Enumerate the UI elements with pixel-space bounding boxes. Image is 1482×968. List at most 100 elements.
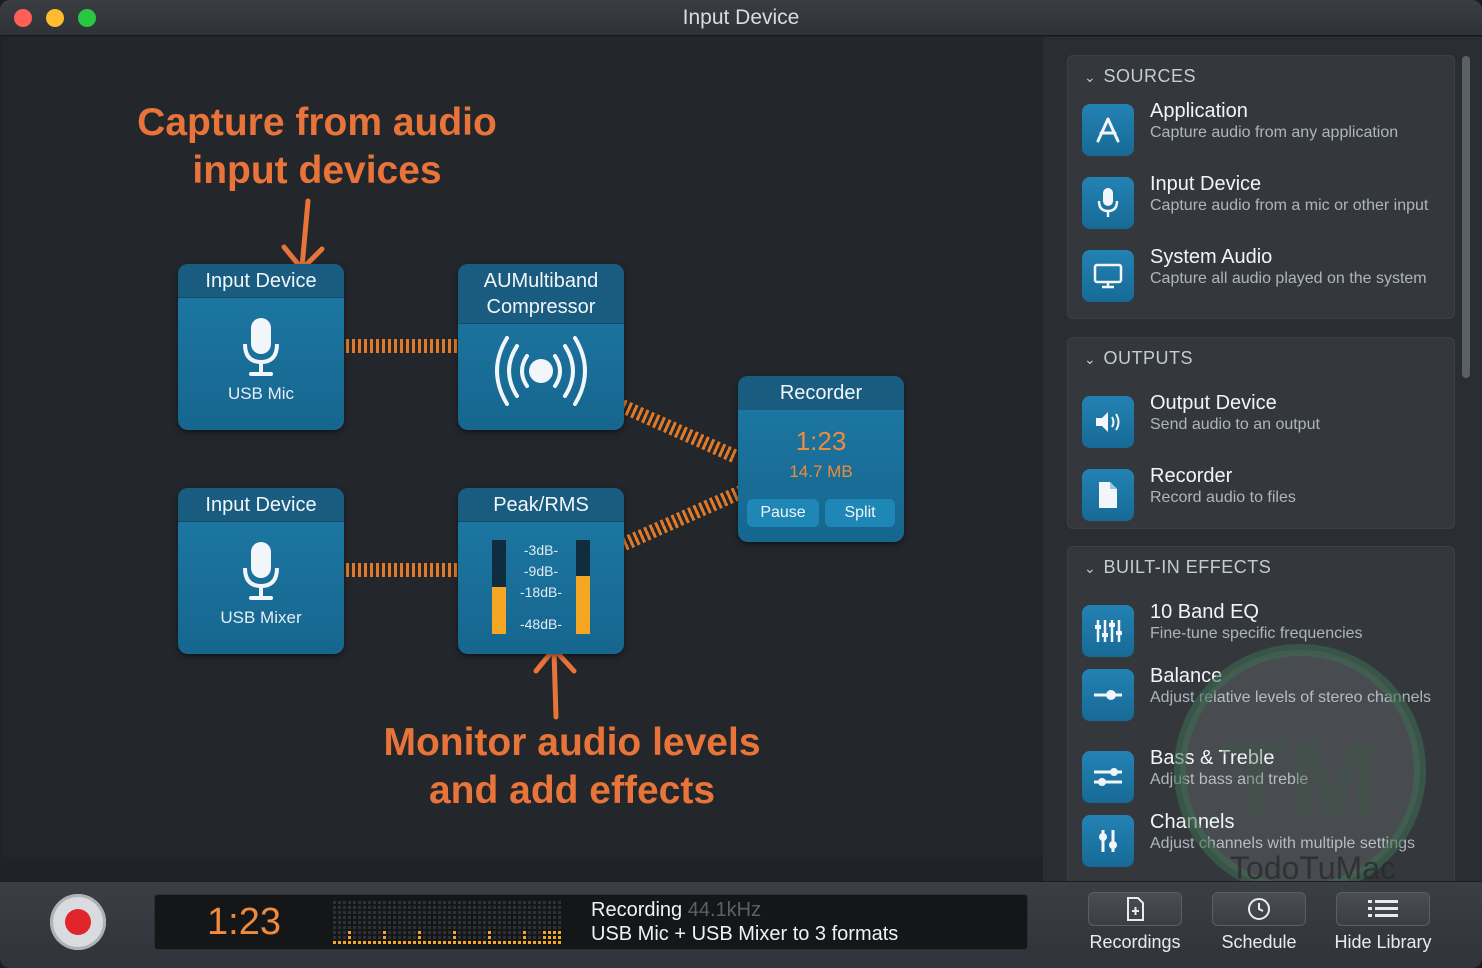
node-title-line1: AUMultiband	[483, 270, 599, 292]
zoom-window-button[interactable]	[78, 9, 96, 27]
annotation-top-line2: input devices	[192, 149, 442, 192]
app-store-icon	[1082, 104, 1134, 156]
item-name: System Audio	[1150, 246, 1273, 268]
item-name: Channels	[1150, 811, 1235, 833]
connection-wire	[346, 339, 460, 353]
built-in-effects-header[interactable]: ⌄ BUILT-IN EFFECTS	[1084, 557, 1271, 578]
recorder-node[interactable]: Recorder 1:23 14.7 MB Pause Split	[738, 376, 904, 542]
sources-panel: ⌄ SOURCES Application Capture audio from…	[1067, 55, 1455, 319]
annotation-bottom: Monitor audio levels and add effects	[362, 719, 782, 815]
library-item-recorder[interactable]: Recorder Record audio to files	[1082, 465, 1452, 529]
item-name: Input Device	[1150, 173, 1262, 195]
hide-library-button[interactable]	[1336, 892, 1430, 926]
record-button[interactable]	[50, 894, 106, 950]
outputs-header-label: OUTPUTS	[1103, 348, 1194, 368]
connection-wire	[346, 563, 460, 577]
annotation-top-line1: Capture from audio	[137, 101, 497, 144]
node-title: AUMultiband Compressor	[458, 264, 624, 324]
item-name: Output Device	[1150, 392, 1277, 414]
microphone-icon	[1082, 177, 1134, 229]
right-level-meter	[576, 540, 590, 634]
sources-header[interactable]: ⌄ SOURCES	[1084, 66, 1196, 87]
item-name: Balance	[1150, 665, 1223, 687]
peak-rms-meter-node[interactable]: Peak/RMS -3dB- -9dB- -18dB- -48dB-	[458, 488, 624, 654]
item-description: Capture all audio played on the system	[1150, 270, 1427, 287]
recording-status: Recording 44.1kHz	[591, 899, 761, 922]
transport-bar: 1:23 Recording 44.1kHz USB Mic + USB Mix…	[0, 881, 1482, 968]
annotation-top: Capture from audio input devices	[122, 99, 512, 195]
level-meter-display	[333, 901, 561, 944]
library-item-10-band-eq[interactable]: 10 Band EQ Fine-tune specific frequencie…	[1082, 601, 1452, 665]
item-description: Capture audio from any application	[1150, 124, 1399, 141]
sample-rate: 44.1kHz	[687, 899, 762, 921]
recordings-icon	[1127, 897, 1144, 921]
item-description: Fine-tune specific frequencies	[1150, 625, 1363, 642]
library-item-output-device[interactable]: Output Device Send audio to an output	[1082, 392, 1452, 456]
annotation-bottom-line2: and add effects	[428, 769, 716, 812]
chevron-down-icon: ⌄	[1084, 560, 1097, 576]
item-name: Application	[1150, 100, 1248, 122]
connection-wire	[619, 399, 740, 464]
library-item-input-device[interactable]: Input Device Capture audio from a mic or…	[1082, 173, 1452, 237]
broadcast-icon	[495, 336, 587, 406]
node-title-line2: Compressor	[486, 296, 596, 318]
library-item-balance[interactable]: Balance Adjust relative levels of stereo…	[1082, 665, 1452, 729]
eq-sliders-icon	[1082, 605, 1134, 657]
status-display: 1:23 Recording 44.1kHz USB Mic + USB Mix…	[154, 894, 1028, 950]
node-title: Input Device	[178, 488, 344, 522]
left-level-fill	[492, 587, 506, 634]
item-name: 10 Band EQ	[1150, 601, 1259, 623]
schedule-button-label: Schedule	[1221, 932, 1297, 952]
elapsed-time: 1:23	[207, 901, 281, 943]
input-device-node-usb-mic[interactable]: Input Device USB Mic	[178, 264, 344, 430]
node-label: USB Mixer	[220, 608, 302, 627]
connection-wire	[621, 485, 744, 551]
library-item-bass-treble[interactable]: Bass & Treble Adjust bass and treble	[1082, 747, 1452, 811]
chevron-down-icon: ⌄	[1084, 69, 1097, 85]
node-title: Recorder	[738, 376, 904, 410]
audio-graph-canvas[interactable]: Capture from audio input devices Monitor…	[2, 37, 1043, 857]
input-device-node-usb-mixer[interactable]: Input Device USB Mixer	[178, 488, 344, 654]
recordings-button[interactable]	[1088, 892, 1182, 926]
clock-icon	[1248, 898, 1270, 920]
item-description: Send audio to an output	[1150, 416, 1320, 433]
hide-library-button-label: Hide Library	[1334, 932, 1432, 952]
balance-slider-icon	[1082, 669, 1134, 721]
right-level-fill	[576, 575, 590, 634]
built-in-effects-panel: ⌄ BUILT-IN EFFECTS 10 Band EQ Fine-tune …	[1067, 546, 1455, 886]
library-item-channels[interactable]: Channels Adjust channels with multiple s…	[1082, 811, 1452, 875]
bass-treble-icon	[1082, 751, 1134, 803]
monitor-icon	[1082, 250, 1134, 302]
microphone-icon	[243, 542, 279, 600]
db-scale-label: -18dB-	[519, 584, 563, 600]
db-scale-label: -9dB-	[523, 563, 559, 579]
record-dot-icon	[65, 909, 91, 935]
compressor-effect-node[interactable]: AUMultiband Compressor	[458, 264, 624, 430]
item-description: Adjust relative levels of stereo channel…	[1150, 689, 1432, 706]
pause-button[interactable]: Pause	[747, 499, 819, 527]
recording-source-summary: USB Mic + USB Mixer to 3 formats	[591, 923, 899, 945]
built-in-effects-header-label: BUILT-IN EFFECTS	[1103, 557, 1272, 577]
sidebar-scrollbar[interactable]	[1462, 56, 1470, 378]
item-description: Adjust bass and treble	[1150, 771, 1309, 788]
close-window-button[interactable]	[14, 9, 32, 27]
minimize-window-button[interactable]	[46, 9, 64, 27]
db-scale-label: -48dB-	[519, 616, 563, 632]
library-item-application[interactable]: Application Capture audio from any appli…	[1082, 100, 1452, 164]
library-sidebar[interactable]: ⌄ SOURCES Application Capture audio from…	[1043, 37, 1482, 886]
outputs-header[interactable]: ⌄ OUTPUTS	[1084, 348, 1193, 369]
schedule-button[interactable]	[1212, 892, 1306, 926]
item-description: Adjust channels with multiple settings	[1150, 835, 1416, 852]
library-item-system-audio[interactable]: System Audio Capture all audio played on…	[1082, 246, 1452, 310]
item-description: Record audio to files	[1150, 489, 1296, 506]
list-icon	[1368, 900, 1398, 917]
item-description: Capture audio from a mic or other input	[1150, 197, 1429, 214]
split-button[interactable]: Split	[825, 499, 895, 527]
window-title: Input Device	[682, 6, 800, 29]
left-level-meter	[492, 540, 506, 634]
recorder-file-size: 14.7 MB	[789, 462, 853, 481]
speaker-icon	[1082, 396, 1134, 448]
node-title: Input Device	[178, 264, 344, 298]
annotation-bottom-line1: Monitor audio levels	[383, 721, 761, 764]
item-name: Bass & Treble	[1150, 747, 1275, 769]
